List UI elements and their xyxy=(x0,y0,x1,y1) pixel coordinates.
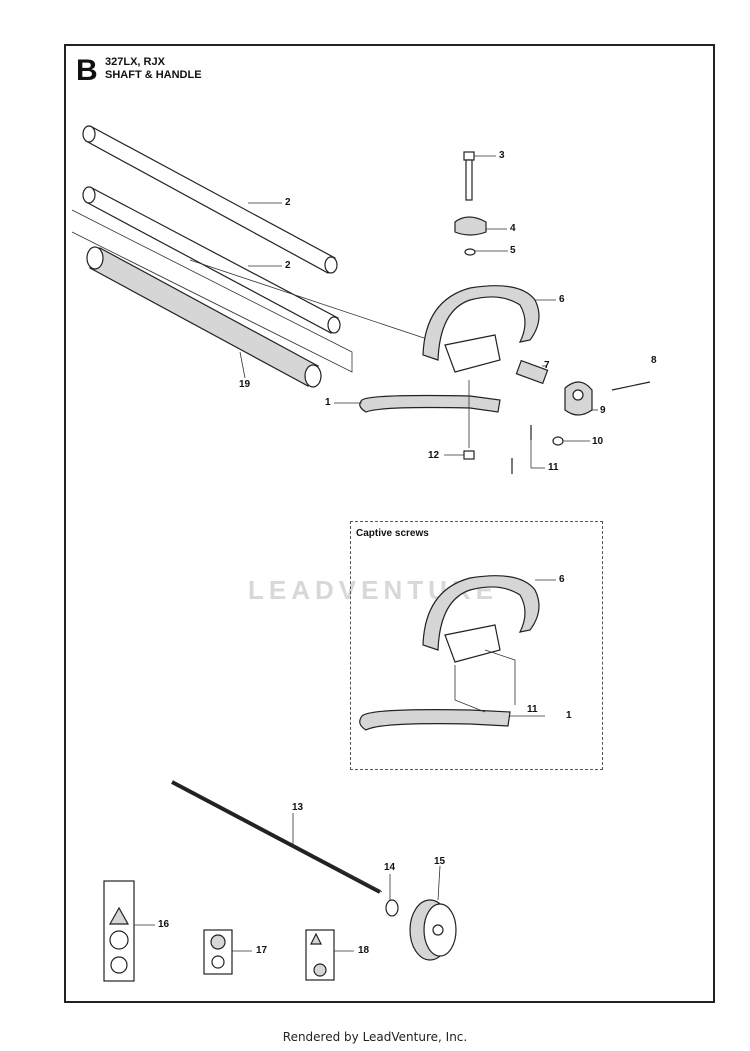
drive-shaft-13[interactable] xyxy=(171,780,383,894)
clamp-7[interactable] xyxy=(515,359,549,385)
callout-8[interactable]: 8 xyxy=(651,355,657,366)
callout-2-lower[interactable]: 2 xyxy=(285,260,291,271)
callout-6[interactable]: 6 xyxy=(559,294,565,305)
callout-1[interactable]: 1 xyxy=(325,397,331,408)
bar-handle-1[interactable] xyxy=(359,394,501,413)
diagram-frame xyxy=(64,44,715,1003)
callout-18[interactable]: 18 xyxy=(358,945,370,956)
callout-15[interactable]: 15 xyxy=(434,856,446,867)
diagram-title: SHAFT & HANDLE xyxy=(105,69,202,81)
knob-4[interactable] xyxy=(454,216,487,236)
handle-grip[interactable] xyxy=(86,246,322,388)
bolt-3[interactable] xyxy=(463,151,475,201)
shaft-tube-upper[interactable] xyxy=(82,125,338,274)
inset-bar-handle[interactable] xyxy=(359,709,511,731)
decal-17[interactable] xyxy=(203,929,233,975)
callout-14[interactable]: 14 xyxy=(384,862,396,873)
assembly-line xyxy=(189,259,431,341)
loop-handle-6[interactable] xyxy=(422,285,540,373)
callout-5[interactable]: 5 xyxy=(510,245,516,256)
callout-11[interactable]: 11 xyxy=(548,462,559,473)
callout-19[interactable]: 19 xyxy=(239,379,251,390)
square-nut-12[interactable] xyxy=(463,450,475,460)
inset-loop-handle[interactable] xyxy=(422,575,540,663)
screw-8[interactable] xyxy=(611,381,651,391)
decal-18[interactable] xyxy=(305,929,335,981)
shrink-film xyxy=(71,209,353,373)
callout-10[interactable]: 10 xyxy=(592,436,604,447)
holder-9[interactable] xyxy=(564,381,593,416)
callout-17[interactable]: 17 xyxy=(256,945,268,956)
washer-5[interactable] xyxy=(464,248,476,256)
callout-4[interactable]: 4 xyxy=(510,223,516,234)
leader-lines xyxy=(134,155,598,952)
clutch-drum-15[interactable] xyxy=(409,899,457,961)
ring-14[interactable] xyxy=(385,899,399,917)
callout-13[interactable]: 13 xyxy=(292,802,304,813)
callout-16[interactable]: 16 xyxy=(158,919,170,930)
decal-16[interactable] xyxy=(103,880,135,982)
captive-screws-inset xyxy=(350,521,603,770)
callout-inset-6[interactable]: 6 xyxy=(559,574,565,585)
shaft-tube-lower[interactable] xyxy=(82,186,341,334)
callout-9[interactable]: 9 xyxy=(600,405,606,416)
model-label: 327LX, RJX xyxy=(105,56,165,68)
callout-7[interactable]: 7 xyxy=(544,360,550,371)
callout-inset-1[interactable]: 1 xyxy=(566,710,572,721)
footer-credit: Rendered by LeadVenture, Inc. xyxy=(282,1030,468,1044)
callout-3[interactable]: 3 xyxy=(499,150,505,161)
callout-2-upper[interactable]: 2 xyxy=(285,197,291,208)
callout-inset-11[interactable]: 11 xyxy=(527,704,538,715)
callout-12[interactable]: 12 xyxy=(428,450,440,461)
nut-10[interactable] xyxy=(552,436,564,446)
section-letter: B xyxy=(76,54,98,87)
inset-label: Captive screws xyxy=(356,528,429,539)
